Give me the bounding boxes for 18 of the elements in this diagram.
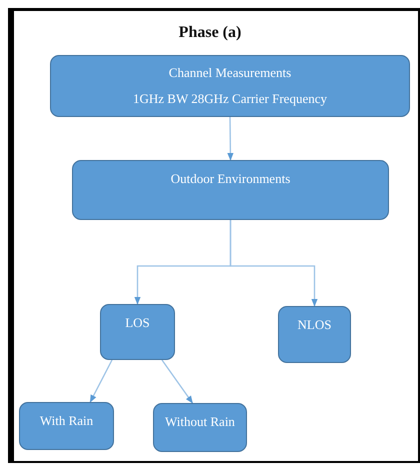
arrow	[230, 220, 318, 307]
box-label: Outdoor Environments	[170, 171, 290, 187]
process-box	[50, 55, 410, 117]
box-label: 1GHz BW 28GHz Carrier Frequency	[133, 91, 327, 107]
box-label: With Rain	[40, 413, 94, 429]
box-label: Without Rain	[165, 414, 235, 430]
arrow	[90, 360, 113, 403]
process-box	[153, 403, 247, 452]
process-box	[278, 306, 351, 363]
box-label: Channel Measurements	[168, 65, 292, 81]
process-box	[19, 402, 114, 450]
process-box	[72, 160, 389, 220]
process-box	[100, 304, 175, 360]
box-label: LOS	[125, 315, 150, 331]
arrow	[227, 117, 234, 161]
box-label: NLOS	[298, 317, 332, 333]
arrow	[161, 360, 194, 404]
diagram-title: Phase (a)	[178, 24, 242, 42]
